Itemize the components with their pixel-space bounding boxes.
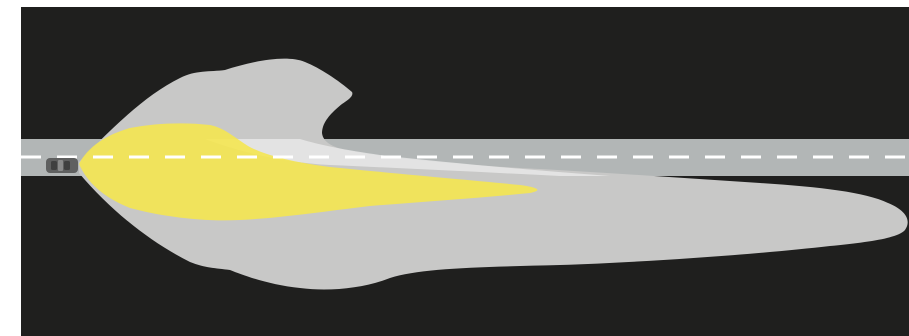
- vehicle-icon: [46, 158, 78, 173]
